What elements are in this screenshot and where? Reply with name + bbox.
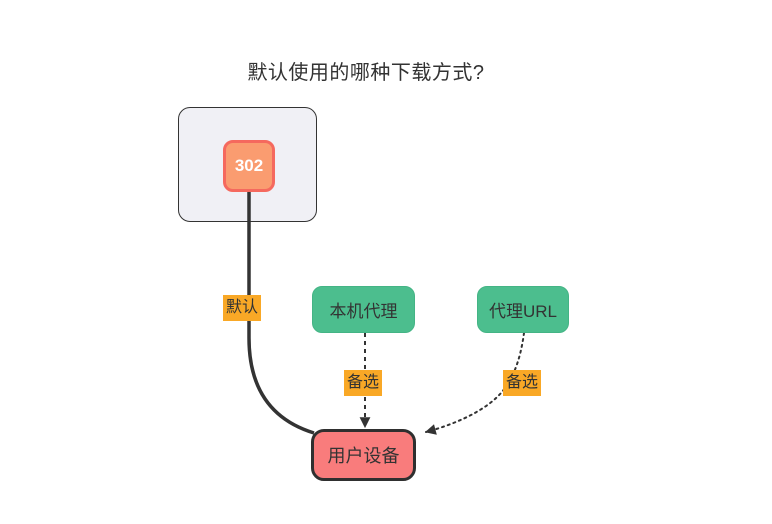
diagram-title: 默认使用的哪种下载方式?	[247, 62, 485, 84]
node-302-badge: 302	[223, 140, 275, 192]
edge-label-alternative-2: 备选	[503, 370, 542, 396]
edge-label-default: 默认	[223, 295, 262, 321]
edge-default-302-to-device	[247, 192, 315, 435]
edge-label-alternative-1: 备选	[344, 370, 383, 396]
node-proxy-url: 代理URL	[477, 286, 569, 333]
node-user-device: 用户设备	[311, 429, 416, 481]
node-local-proxy: 本机代理	[312, 286, 415, 333]
edge-proxyurl-to-device	[424, 332, 525, 435]
